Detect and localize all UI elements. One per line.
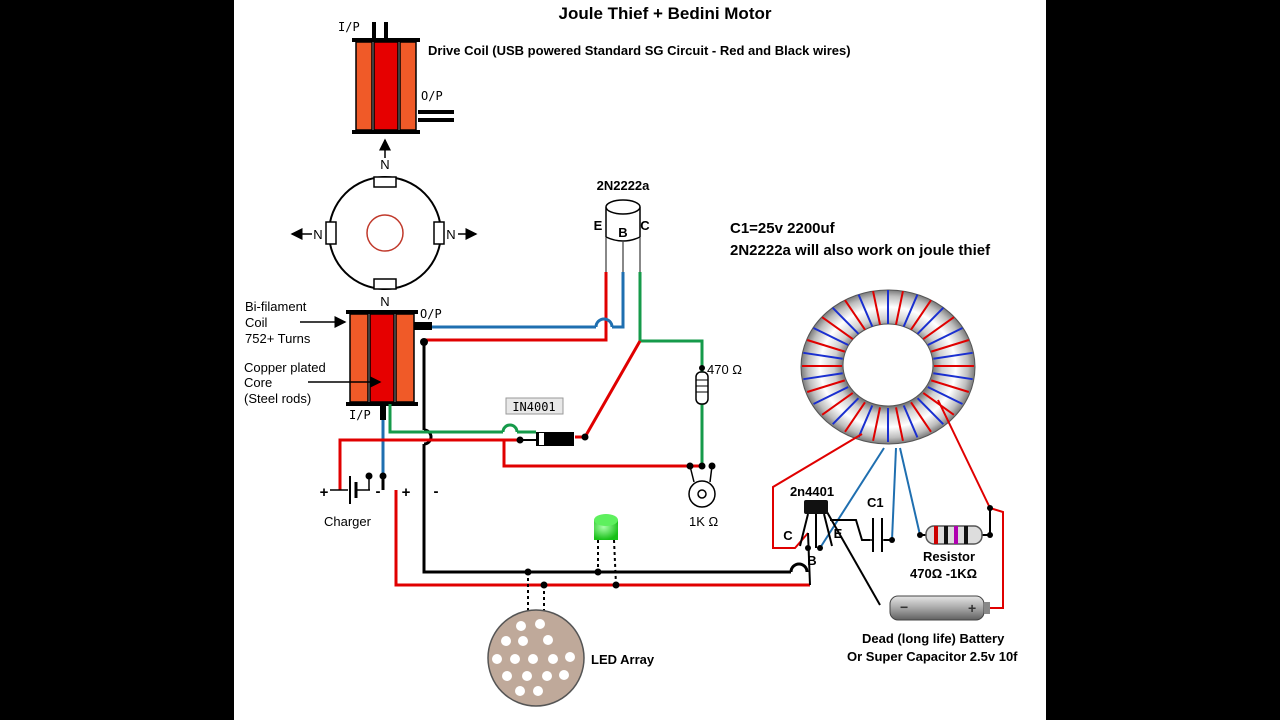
transistor-top-name: 2N2222a <box>597 178 651 193</box>
bifilar-label-3: 752+ Turns <box>245 331 311 346</box>
bifilar-input-label: I/P <box>349 408 371 422</box>
toroid-winding <box>832 307 860 335</box>
toroid-winding <box>922 392 955 416</box>
led-array <box>487 572 585 707</box>
toroid-winding <box>933 351 973 360</box>
toroid-winding <box>916 397 944 425</box>
charger-minus: - <box>376 483 381 500</box>
core-label-1: Copper plated <box>244 360 326 375</box>
charger-minus-2: - <box>434 483 439 500</box>
bifilar-output-label: O/P <box>420 307 442 321</box>
toroid-winding <box>916 307 944 335</box>
resistor-jt-label-1: Resistor <box>923 549 975 564</box>
toroid-winding <box>844 299 866 331</box>
toroid-winding <box>857 405 874 438</box>
toroid-winding <box>872 290 881 325</box>
rotor <box>290 138 478 290</box>
toroid-winding <box>813 386 849 405</box>
toroid-winding <box>910 299 932 331</box>
potentiometer <box>688 465 716 508</box>
bifilar-coil <box>346 310 432 420</box>
toroid-winding <box>933 372 973 381</box>
transistor-2n4401 <box>799 500 833 548</box>
toroid-winding <box>813 327 849 346</box>
diode-in4001 <box>520 432 574 446</box>
toroid-winding <box>910 401 932 433</box>
toroid-winding <box>821 392 854 416</box>
core-label-2: Core <box>244 375 272 390</box>
toroid-winding <box>803 351 843 360</box>
note-capacitor: C1=25v 2200uf <box>730 220 836 237</box>
toroid-winding <box>857 294 874 327</box>
rotor-pole-left: N <box>313 227 322 242</box>
toroid-winding <box>902 405 919 438</box>
rotor-pole-bottom: N <box>380 294 389 309</box>
bifilar-label-2: Coil <box>245 315 268 330</box>
toroid-winding <box>895 290 904 325</box>
transistor-top-e: E <box>594 218 603 233</box>
bifilar-label-1: Bi-filament <box>245 299 307 314</box>
transistor-bottom-name: 2n4401 <box>790 484 834 499</box>
charger-plus-2: + <box>402 484 411 501</box>
charger <box>330 476 370 504</box>
toroid-winding <box>803 372 843 381</box>
junction-dots <box>365 338 716 589</box>
transistor-top-c: C <box>640 218 650 233</box>
toroid-winding <box>832 397 860 425</box>
pot-label: 1K Ω <box>689 514 719 529</box>
drive-coil-label: Drive Coil (USB powered Standard SG Circ… <box>428 43 851 58</box>
toroid-winding <box>922 316 955 340</box>
resistor-jt <box>925 525 983 545</box>
transistor-bottom-c: C <box>783 528 793 543</box>
toroid-winding <box>927 386 963 405</box>
toroid-winding <box>872 407 881 442</box>
led-array-label: LED Array <box>591 652 655 667</box>
resistor-jt-label-2: 470Ω -1KΩ <box>910 566 977 581</box>
drive-coil <box>352 22 454 134</box>
rotor-pole-right: N <box>446 227 455 242</box>
green-led <box>594 514 618 586</box>
toroid-winding <box>806 379 846 393</box>
charger-label: Charger <box>324 514 372 529</box>
transistor-top-b: B <box>618 225 627 240</box>
drive-coil-input-label: I/P <box>338 20 360 34</box>
toroid <box>800 289 976 445</box>
battery: − + <box>889 595 990 621</box>
toroid-winding <box>806 339 846 353</box>
battery-label-2: Or Super Capacitor 2.5v 10f <box>847 649 1018 664</box>
diode-label-box <box>505 397 564 415</box>
toroid-winding <box>930 339 970 353</box>
svg-text:+: + <box>968 600 976 616</box>
toroid-winding <box>927 327 963 346</box>
core-label-3: (Steel rods) <box>244 391 311 406</box>
resistor-470-label: 470 Ω <box>707 362 742 377</box>
drive-coil-output-label: O/P <box>421 89 443 103</box>
c1-label: C1 <box>867 495 884 510</box>
bedini-wiring <box>338 272 810 587</box>
rotor-pole-top: N <box>380 157 389 172</box>
svg-text:−: − <box>900 599 908 615</box>
charger-plus: + <box>320 484 329 501</box>
note-transistor: 2N2222a will also work on joule thief <box>730 242 991 259</box>
transistor-bottom-b: B <box>807 553 816 568</box>
toroid-winding <box>844 401 866 433</box>
jt-junction-dots <box>805 505 993 551</box>
joule-thief-wiring <box>772 399 1004 609</box>
resistor-470 <box>695 365 709 405</box>
diagram-title: Joule Thief + Bedini Motor <box>559 4 772 23</box>
battery-label-1: Dead (long life) Battery <box>862 631 1005 646</box>
toroid-winding <box>930 379 970 393</box>
capacitor-c1 <box>862 518 892 552</box>
toroid-winding <box>895 407 904 442</box>
transistor-bottom-e: E <box>834 526 843 541</box>
diode-label: IN4001 <box>512 400 555 414</box>
toroid-winding <box>902 294 919 327</box>
transistor-2n2222a <box>605 199 641 272</box>
toroid-winding <box>821 316 854 340</box>
